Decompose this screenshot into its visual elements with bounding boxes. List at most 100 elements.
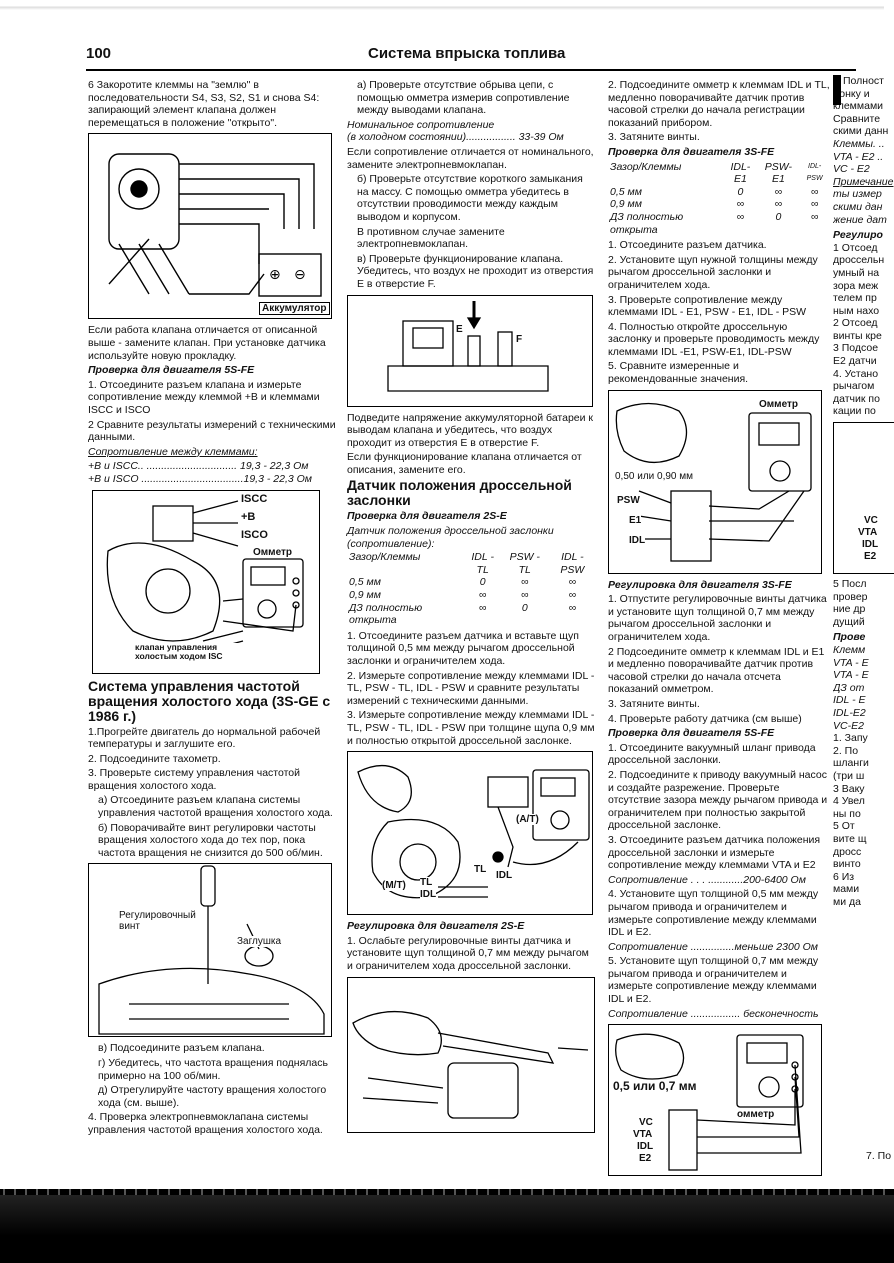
text-line: ты измер <box>833 188 882 201</box>
substep: а) Проверьте отсутствие обрыва цепи, с п… <box>357 79 570 117</box>
table-row: 0,9 мм ∞ ∞ ∞ <box>347 589 597 602</box>
table-header-cell: PSW - TL <box>509 551 540 576</box>
step: 3. Проверьте сопротивление между клеммам… <box>608 293 807 319</box>
tl-label-mt: TL <box>420 877 433 889</box>
text-line: 4 Увел <box>833 795 865 808</box>
table-cell: 0,9 мм <box>610 198 642 211</box>
paragraph: Если сопротивление отличается от номинал… <box>347 145 594 171</box>
step: 3. Измерьте сопротивление между клеммами… <box>347 709 595 747</box>
substep: б) Поворачивайте винт регулировки частот… <box>98 821 323 859</box>
substep: а) Отсоедините разъем клапана системы уп… <box>98 794 333 820</box>
table-cell: 0 <box>479 576 486 589</box>
text-line: (три ш <box>833 769 865 782</box>
text-line: VC-E2 <box>833 719 864 732</box>
spec-line: Сопротивление ...............меньше 2300… <box>608 940 818 953</box>
col4-last-line: 7. По <box>866 1150 892 1162</box>
text-line: мами <box>833 883 860 896</box>
text-line: Сравните <box>833 112 881 125</box>
solenoid-drawing <box>387 300 549 392</box>
step: 5. Сравните измеренные и рекомендованные… <box>608 360 749 386</box>
text-line: 5 Посл <box>833 578 867 591</box>
table-cell: 0 <box>521 601 528 614</box>
spec-line: Сопротивление ................. бесконеч… <box>608 1007 819 1020</box>
e1-label: E1 <box>629 514 642 526</box>
step: 3. Затяните винты. <box>608 131 700 144</box>
battery-label: Аккумулятор <box>259 302 330 316</box>
text-line: Прове <box>833 631 866 644</box>
tps-3sfe-drawing <box>615 402 812 562</box>
table-header-cell: IDL-E1 <box>730 160 751 186</box>
spec-line: +В и ISCC.. ............................… <box>88 460 309 473</box>
text-line: ми да <box>833 895 861 908</box>
step: 4. Полностью откройте дроссельную заслон… <box>608 320 820 358</box>
section-heading: Проверка для двигателя 5S-FE <box>608 727 775 740</box>
gap-label: 0,50 или 0,90 мм <box>615 470 694 482</box>
section-heading-large: Датчик положения дроссельной заслонки <box>347 477 572 509</box>
table-cell: ∞ <box>568 589 577 602</box>
section-heading: Проверка для двигателя 2S-E <box>347 510 507 523</box>
vta-label: VTA <box>633 1129 653 1141</box>
step: 1. Отсоедините вакуумный шланг привода д… <box>608 741 816 767</box>
text-line: скими дан <box>833 200 883 213</box>
text-line: дросс <box>833 845 862 858</box>
text-line: Полност <box>843 75 884 87</box>
step: 5. Установите щуп толщиной 0,7 мм между … <box>608 955 819 1006</box>
text-line: 1. Запу <box>833 732 868 745</box>
iscc-label: ISCC <box>241 492 268 505</box>
figure-tps-5sfe: 0,5 или 0,7 мм омметр VC VTA IDL E2 <box>608 1024 822 1177</box>
paragraph: Если работа клапана отличается от описан… <box>88 324 326 362</box>
figure-isc-valve: ISCC +B ISCO Омметр клапан управления хо… <box>92 489 320 674</box>
tps-5sfe-drawing <box>615 1033 804 1171</box>
step: 1. Ослабьте регулировочные винты датчика… <box>347 934 589 972</box>
text-line: винто <box>833 858 861 871</box>
at-label: (A/T) <box>516 814 539 826</box>
svg-text:⊕: ⊕ <box>269 267 281 283</box>
text-line: IDL - E <box>833 694 866 707</box>
feeler-gauge-drawing <box>352 1010 589 1119</box>
step: 1. Отпустите регулировочные винты датчик… <box>608 593 827 644</box>
text-line: 3 Ваку <box>833 782 865 795</box>
text-line: 4. Устано <box>833 367 879 380</box>
scan-right-edge <box>884 0 894 1263</box>
column-2: а) Проверьте отсутствие обрыва цепи, с п… <box>347 79 597 1138</box>
step: 3. Проверьте систему управления частотой… <box>88 767 300 792</box>
text-line: 3 Подсое <box>833 342 879 355</box>
text-line: зора меж <box>833 279 879 292</box>
table-cell: ∞ <box>521 589 529 602</box>
paragraph: Подведите напряжение аккумуляторной бата… <box>347 411 594 449</box>
gap-label: 0,5 или 0,7 мм <box>613 1079 697 1094</box>
port-f-label: F <box>516 333 523 345</box>
scan-bottom-edge <box>0 1189 894 1263</box>
paragraph: Если функционирование клапана отличается… <box>347 451 582 476</box>
table-cell: ∞ <box>774 198 783 211</box>
text-line: ние др <box>833 603 866 616</box>
ohmmeter-label: Омметр <box>253 546 293 558</box>
step: 1. Отсоедините разъем датчика. <box>608 239 767 252</box>
spec-line: Сопротивление . . . ............200-6400… <box>608 873 806 886</box>
paragraph: 6 Закоротите клеммы на "землю" в последо… <box>88 79 320 129</box>
table-title: (сопротивление): <box>347 537 435 550</box>
paragraph: В противном случае замените электропневм… <box>357 225 505 251</box>
port-e-label: E <box>456 323 463 335</box>
idl-label: IDL <box>862 539 879 551</box>
table-cell: ∞ <box>478 589 487 602</box>
psw-label: PSW <box>617 494 640 506</box>
text-line: IDL-E2 <box>833 706 866 719</box>
column-4-cropped: Полност лонку и клеммами Сравните скими … <box>833 75 894 908</box>
text-line: VTA - E <box>833 669 869 682</box>
table-cell: ∞ <box>568 576 577 589</box>
substep: б) Проверьте отсутствие короткого замыка… <box>357 173 583 223</box>
text-line: Клеммы. .. <box>833 137 885 150</box>
table-cell: 0,5 мм <box>349 576 381 589</box>
text-line: шланги <box>833 757 869 770</box>
figure-idle-screw: Регулировочный винт Заглушка <box>88 863 332 1038</box>
text-line: Регулиро <box>833 229 883 242</box>
isco-label: ISCO <box>241 528 268 541</box>
tps-2se-drawing <box>357 765 590 899</box>
table-cell: 0,5 мм <box>610 185 642 198</box>
step: 1. Отсоедините разъем датчика и вставьте… <box>347 629 579 667</box>
col4-figure: VC VTA IDL E2 <box>833 422 894 575</box>
table-cell: 0,9 мм <box>349 589 381 602</box>
spec-line: +В и ISCO ..............................… <box>88 472 312 485</box>
table-cell: ∞ <box>478 601 487 614</box>
